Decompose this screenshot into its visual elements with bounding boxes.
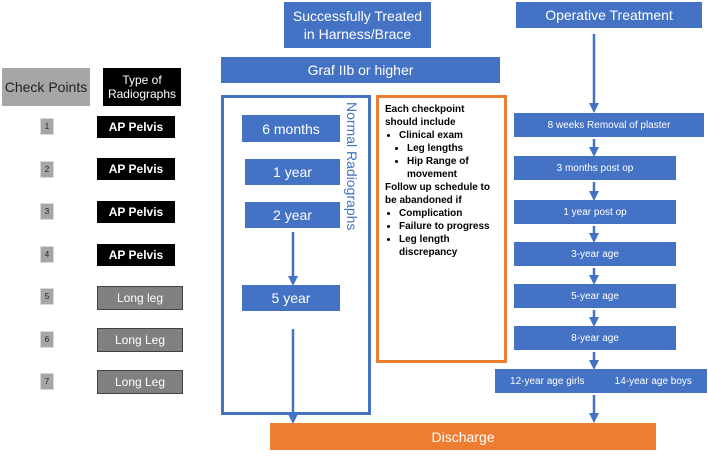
criteria-reason-text: Leg length discrepancy [399,234,458,258]
checkpoint-1: 1 [40,118,54,135]
checkpoint-num: 2 [44,165,50,174]
checkpoint-num: 4 [44,250,50,259]
operative-step-5: 5-year age [514,284,676,308]
discharge-bar: Discharge [270,423,656,450]
operative-step-label: 8-year age [571,332,619,344]
operative-step-label: 1 year post op [563,206,627,218]
criteria-reason: Failure to progress [399,220,498,233]
radiograph-label: AP Pelvis [108,120,164,134]
checkpoint-2: 2 [40,161,54,178]
checkpoint-3: 3 [40,203,54,220]
operative-step-3: 1 year post op [514,200,676,224]
checkpoint-4: 4 [40,246,54,263]
criteria-clinical-text: Clinical exam [399,130,463,141]
check-points-header: Check Points [2,68,90,106]
graf-bar: Graf IIb or higher [221,57,500,83]
normal-radiographs-label: Normal Radiographs [344,102,360,230]
operative-step-1: 8 weeks Removal of plaster [514,113,704,137]
criteria-sub-item: Hip Range of movement [407,155,498,181]
criteria-intro: Each checkpoint should include [385,104,465,128]
radiograph-label: AP Pelvis [108,162,164,176]
operative-step-label: 5-year age [571,290,619,302]
radiograph-3: AP Pelvis [97,201,175,223]
checkpoint-num: 7 [44,377,50,386]
checkpoint-5: 5 [40,288,54,305]
operative-final-girls: 12-year age girls [510,375,585,387]
checkpoint-6: 6 [40,331,54,348]
operative-step-label: 3 months post op [556,162,634,174]
criteria-abandon: Follow up schedule to be abandoned if [385,182,490,206]
type-of-radiographs-header-text: Type of Radiographs [107,73,177,101]
operative-step-4: 3-year age [514,242,676,266]
graf-bar-text: Graf IIb or higher [307,62,414,78]
operative-step-label: 3-year age [571,248,619,260]
radiograph-4: AP Pelvis [97,244,175,266]
radiograph-label: Long Leg [114,333,166,347]
criteria-sub-text: Leg lengths [407,143,464,154]
harness-step-4: 5 year [242,285,340,311]
criteria-reason: Complication [399,207,498,220]
follow-up-criteria-box: Each checkpoint should include Clinical … [376,95,507,363]
normal-radiographs-frame [221,95,371,415]
harness-step-label: 2 year [273,207,312,223]
radiograph-6: Long Leg [97,328,183,352]
criteria-reason: Leg length discrepancy [399,233,498,259]
checkpoint-num: 5 [44,292,50,301]
type-of-radiographs-header: Type of Radiographs [103,68,181,106]
discharge-text: Discharge [431,428,495,445]
radiograph-2: AP Pelvis [97,158,175,180]
operative-step-6: 8-year age [514,326,676,350]
harness-title-text: Successfully Treated in Harness/Brace [292,8,423,42]
harness-step-2: 1 year [245,159,340,185]
operative-title-text: Operative Treatment [545,7,673,23]
radiograph-label: AP Pelvis [108,205,164,219]
operative-step-2: 3 months post op [514,156,676,180]
radiograph-label: Long leg [116,291,164,305]
harness-step-3: 2 year [245,202,340,228]
checkpoint-7: 7 [40,373,54,390]
operative-final-boys: 14-year age boys [614,375,692,387]
harness-title: Successfully Treated in Harness/Brace [284,2,431,48]
checkpoint-num: 3 [44,207,50,216]
check-points-header-text: Check Points [4,79,88,95]
harness-step-label: 6 months [262,120,320,137]
criteria-sub-item: Leg lengths [407,142,498,155]
radiograph-label: AP Pelvis [108,248,164,262]
operative-step-label: 8 weeks Removal of plaster [547,119,671,131]
operative-step-final: 12-year age girls 14-year age boys [495,369,707,393]
radiograph-label: Long Leg [114,375,166,389]
operative-title: Operative Treatment [516,2,702,28]
radiograph-5: Long leg [97,286,183,310]
harness-step-label: 5 year [271,290,311,306]
harness-step-1: 6 months [242,115,340,142]
checkpoint-num: 6 [44,335,50,344]
radiograph-1: AP Pelvis [97,116,175,138]
checkpoint-num: 1 [44,122,50,131]
harness-step-label: 1 year [273,164,312,180]
normal-radiographs-label-text: Normal Radiographs [344,102,360,231]
criteria-reason-text: Complication [399,208,463,219]
criteria-sub-text: Hip Range of movement [407,156,469,180]
criteria-clinical: Clinical exam [399,129,498,142]
criteria-reason-text: Failure to progress [399,221,490,232]
radiograph-7: Long Leg [97,370,183,394]
